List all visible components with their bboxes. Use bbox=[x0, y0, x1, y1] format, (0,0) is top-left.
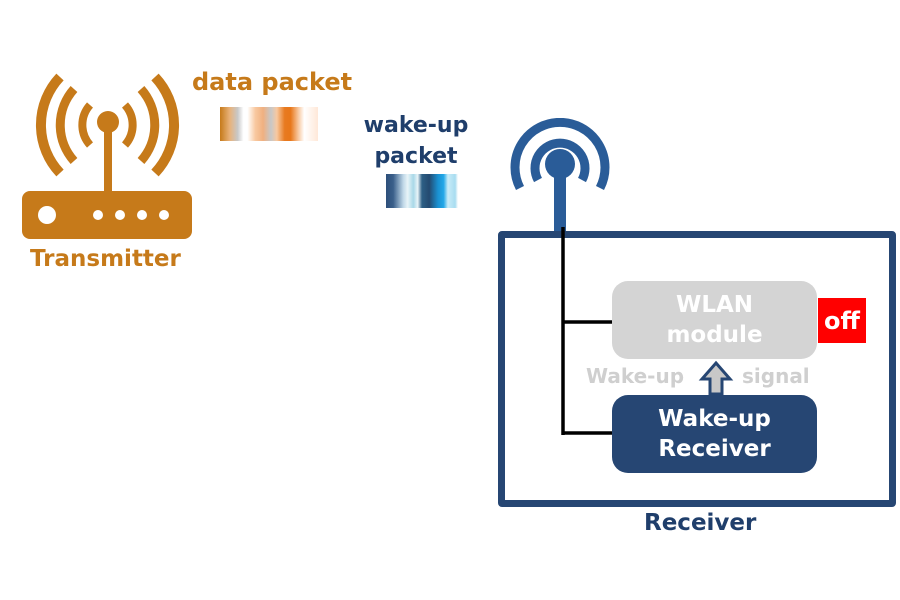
wakeup-signal-label-left: Wake-up bbox=[586, 364, 685, 388]
wakeup-packet-label-line1: wake-up bbox=[363, 113, 469, 138]
data-packet-signal bbox=[220, 107, 318, 141]
wakeup-receiver-line2: Receiver bbox=[658, 436, 771, 462]
receiver-box bbox=[498, 231, 896, 507]
wakeup-receiver-line1: Wake-up bbox=[658, 406, 771, 432]
wakeup-receiver: Wake-up Receiver bbox=[612, 395, 817, 473]
wakeup-packet-signal bbox=[386, 174, 458, 208]
wlan-module: WLAN module bbox=[612, 281, 817, 359]
wakeup-signal-label-right: signal bbox=[742, 364, 810, 388]
antenna-icon bbox=[510, 118, 610, 238]
data-packet-label: data packet bbox=[192, 68, 353, 96]
transmitter-label: Transmitter bbox=[30, 246, 181, 272]
router-icon bbox=[22, 73, 192, 239]
wlan-module-line2: module bbox=[666, 322, 763, 348]
wakeup-packet-label-line2: packet bbox=[374, 144, 458, 169]
up-arrow-icon bbox=[698, 360, 734, 396]
wakeup-packet-label: wake-up packet bbox=[356, 110, 476, 172]
wlan-status-badge: off bbox=[818, 298, 866, 343]
connection-lines bbox=[561, 227, 615, 435]
wlan-module-line1: WLAN bbox=[675, 292, 754, 318]
receiver-label: Receiver bbox=[644, 510, 757, 536]
